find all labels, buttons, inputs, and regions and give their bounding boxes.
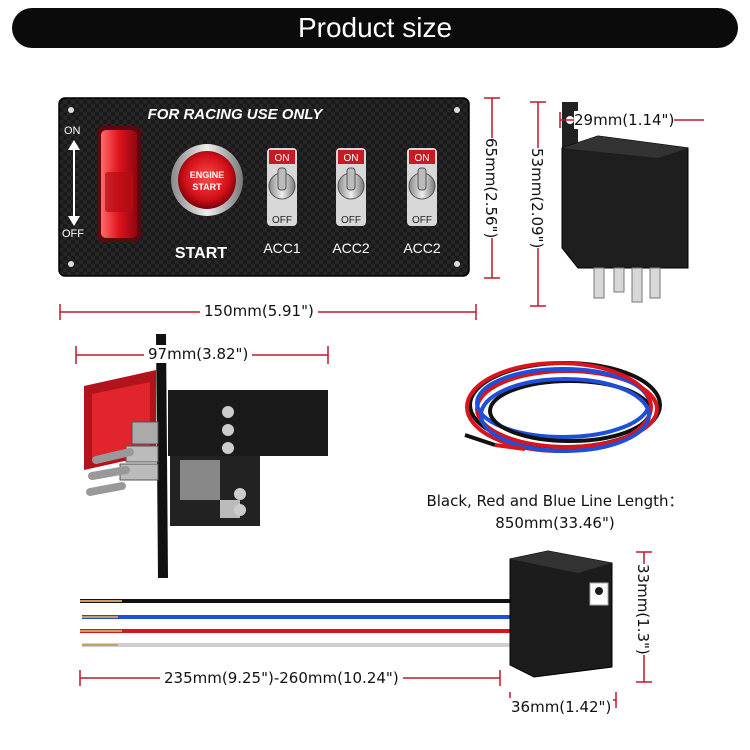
side-depth-label: 97mm(3.82")	[144, 345, 253, 363]
svg-text:OFF: OFF	[272, 215, 292, 226]
relay-width-label: 29mm(1.14")	[574, 111, 675, 129]
button-line1: ENGINE	[190, 170, 225, 180]
switch-panel-side-view	[84, 334, 328, 578]
relay-height-label: 53mm(2.09")	[528, 148, 546, 249]
toggle-switch-acc3: ON OFF ACC2	[403, 148, 441, 256]
svg-text:ON: ON	[275, 153, 290, 164]
updown-arrow-icon	[68, 140, 80, 226]
rocker-on-label: ON	[64, 125, 81, 137]
toggle-label: ACC1	[263, 240, 301, 256]
wire-coil	[464, 361, 662, 453]
page-banner: Product size	[12, 8, 738, 48]
screw-icon	[68, 261, 74, 267]
lead-length-label: 235mm(9.25")-260mm(10.24")	[160, 669, 403, 687]
carbon-plate	[58, 97, 470, 277]
panel-width-label: 150mm(5.91")	[200, 302, 318, 320]
wire-caption-line1: Black, Red and Blue Line Length：	[426, 492, 684, 510]
start-label: START	[175, 245, 227, 262]
switch-panel-front: FOR RACING USE ONLY ENGINE START START O…	[58, 97, 470, 277]
socket-width-label: 36mm(1.42")	[509, 698, 614, 716]
button-line2: START	[192, 182, 222, 192]
svg-text:OFF: OFF	[341, 215, 361, 226]
panel-height-label: 65mm(2.56")	[482, 138, 500, 239]
wire-length-caption: Black, Red and Blue Line Length： 850mm(3…	[405, 490, 705, 534]
engine-start-button	[178, 151, 236, 209]
svg-text:ON: ON	[415, 153, 430, 164]
toggle-switch-acc1: ON OFF ACC1	[263, 148, 301, 256]
relay-socket-with-leads	[80, 550, 613, 678]
toggle-label: ACC2	[403, 240, 441, 256]
toggle-label: ACC2	[332, 240, 370, 256]
socket-height-label: 33mm(1.3")	[634, 564, 652, 655]
toggle-switch-acc2: ON OFF ACC2	[332, 148, 370, 256]
screw-icon	[454, 261, 460, 267]
panel-heading: FOR RACING USE ONLY	[148, 106, 325, 123]
svg-text:ON: ON	[344, 153, 359, 164]
svg-text:OFF: OFF	[412, 215, 432, 226]
screw-icon	[68, 107, 74, 113]
rocker-off-label: OFF	[62, 228, 84, 240]
relay	[561, 102, 689, 303]
screw-icon	[454, 107, 460, 113]
wire-caption-line2: 850mm(33.46")	[495, 514, 615, 532]
